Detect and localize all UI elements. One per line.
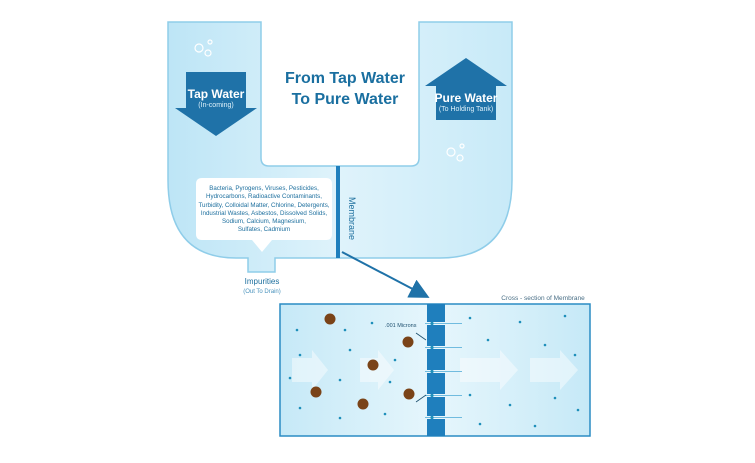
pure-water-label: Pure Water (To Holding Tank) (428, 92, 504, 114)
title-line-2: To Pure Water (291, 91, 399, 108)
diagram-title: From Tap Water To Pure Water (270, 68, 420, 110)
pore-flow-dots (430, 321, 434, 420)
contaminant-line: Turbidity, Colloidal Matter, Chlorine, D… (198, 201, 330, 209)
contaminants-bubble (196, 178, 332, 252)
pure-water-arrow[interactable] (425, 58, 507, 120)
bubbles-right (446, 143, 465, 162)
contaminant-line: Sulfates, Cadmium (237, 226, 291, 234)
microns-pointer (415, 332, 427, 341)
cross-section-label: Cross - section of Membrane (501, 295, 585, 302)
pure-water-title: Pure Water (434, 91, 498, 105)
water-molecules (288, 314, 580, 428)
title-line-1: From Tap Water (284, 70, 405, 87)
tap-water-arrow[interactable] (175, 72, 257, 136)
impurities-subtitle: (Out To Drain) (243, 289, 281, 295)
membrane-label: Membrane (347, 197, 357, 241)
contaminant-line: Hydrocarbons, Radioactive Contaminants, (206, 193, 322, 201)
tap-water-label: Tap Water (In-coming) (186, 88, 246, 110)
pure-water-subtitle: (To Holding Tank) (438, 106, 494, 113)
contaminants-text: Bacteria, Pyrogens, Viruses, Pesticides,… (198, 185, 330, 235)
membrane-bar (336, 166, 340, 258)
tap-water-subtitle: (In-coming) (198, 102, 234, 109)
impurity-particles (310, 313, 415, 410)
impurities-title: Impurities (244, 277, 280, 286)
contaminant-line: Bacteria, Pyrogens, Viruses, Pesticides, (209, 185, 319, 192)
contaminant-line: Sodium, Calcium, Magnesium, (222, 218, 306, 226)
membrane-pointer-line (341, 251, 430, 298)
tap-water-title: Tap Water (187, 87, 245, 101)
contaminant-line: Industrial Wastes, Asbestos, Dissolved S… (200, 209, 328, 217)
microns-pointer-2 (415, 394, 427, 403)
bubbles-left (194, 39, 213, 57)
pore-size-label: .001 Microns (385, 323, 417, 329)
flow-arrows (292, 350, 578, 390)
